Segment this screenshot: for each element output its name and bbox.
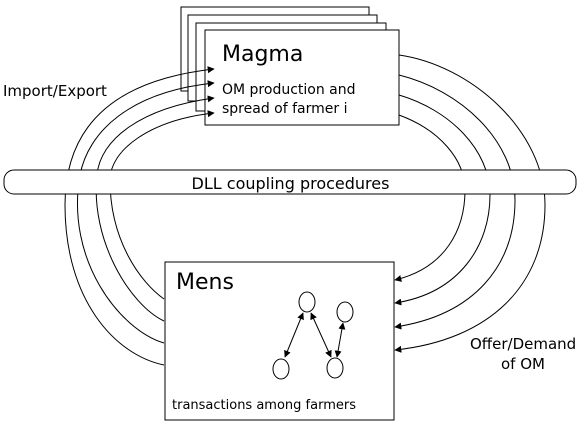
transaction-arrows	[284, 312, 346, 358]
farmer-nodes	[272, 291, 354, 380]
mens-description: transactions among farmers	[172, 398, 356, 413]
farmer-node-2	[336, 301, 354, 323]
transaction-arrow-1-3	[284, 312, 304, 358]
farmer-node-1	[298, 291, 316, 313]
magma-page-stack	[180, 6, 400, 126]
import-export-label: Import/Export	[3, 82, 107, 100]
offer-demand-arcs	[394, 54, 546, 353]
dll-coupling-band	[3, 169, 577, 195]
offer-demand-label: Offer/Demand of OM	[470, 335, 577, 373]
magma-description: OM production and spread of farmer i	[222, 82, 356, 117]
magma-box	[204, 29, 400, 126]
transaction-arrow-1-4	[310, 312, 332, 358]
dll-coupling-label: DLL coupling procedures	[191, 174, 390, 193]
farmer-node-3	[272, 358, 290, 380]
magma-title: Magma	[222, 42, 304, 67]
mens-box	[164, 261, 395, 421]
mens-title: Mens	[176, 270, 234, 295]
transaction-arrow-2-4	[334, 322, 346, 358]
farmer-node-4	[326, 357, 344, 379]
